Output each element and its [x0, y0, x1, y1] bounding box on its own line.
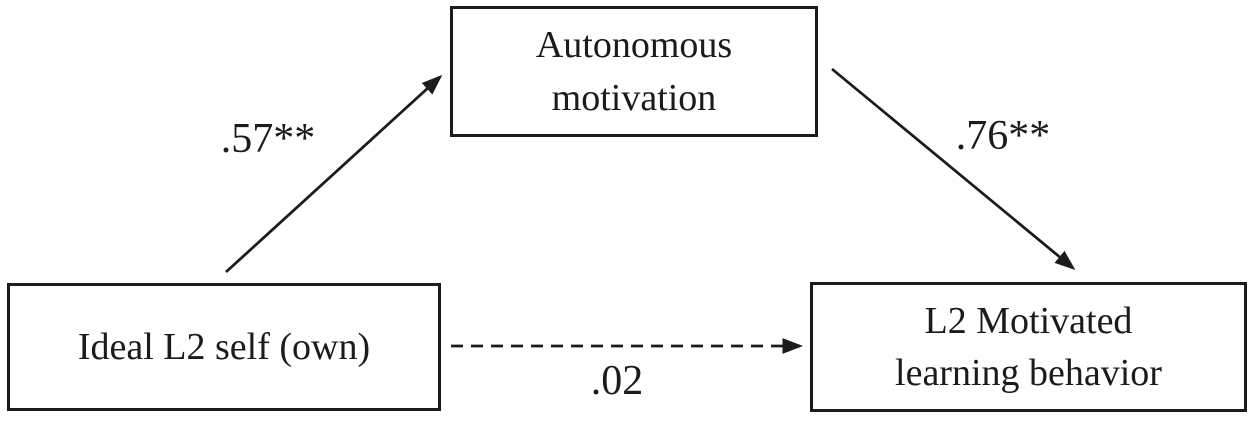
path-line-mediator-to-outcome — [831, 67, 1076, 270]
mediator-node-label: Autonomous motivation — [535, 24, 733, 119]
predictor-node-label: Ideal L2 self (own) — [77, 325, 371, 368]
coefficient-mediator-to-outcome: .76** — [955, 113, 1051, 159]
predictor-node: Ideal L2 self (own) — [7, 283, 441, 411]
coefficient-predictor-to-outcome: .02 — [590, 358, 644, 404]
outcome-node-label: L2 Motivated learning behavior — [895, 299, 1162, 394]
outcome-node: L2 Motivated learning behavior — [810, 282, 1247, 412]
path-line-predictor-to-mediator — [225, 74, 443, 274]
coefficient-predictor-to-mediator: .57** — [220, 116, 316, 162]
mediator-node: Autonomous motivation — [450, 6, 818, 137]
